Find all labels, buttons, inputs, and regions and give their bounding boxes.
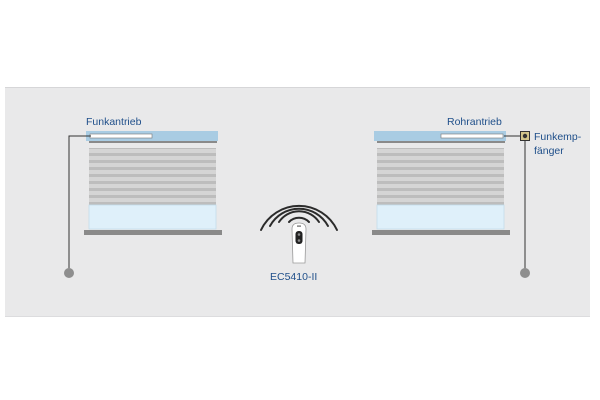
remote-control-icon bbox=[291, 222, 307, 264]
left-ground-dot bbox=[64, 268, 74, 278]
right-shutter-slats bbox=[377, 148, 504, 205]
right-window-glass bbox=[376, 204, 505, 230]
left-window-label: Funkantrieb bbox=[86, 116, 142, 128]
right-ground-dot bbox=[520, 268, 530, 278]
radio-waves-icon bbox=[260, 204, 338, 231]
right-window bbox=[372, 131, 510, 235]
left-motor-tube bbox=[89, 133, 153, 139]
right-window-sill bbox=[372, 230, 510, 235]
right-motor-tube bbox=[440, 133, 504, 139]
left-window-sill bbox=[84, 230, 222, 235]
receiver-label-line1: Funkemp- bbox=[534, 131, 582, 143]
left-window bbox=[84, 131, 222, 235]
left-wiring bbox=[64, 135, 91, 278]
right-wiring bbox=[504, 135, 530, 278]
receiver-icon bbox=[520, 131, 530, 141]
right-window-label: Rohrantrieb bbox=[447, 116, 502, 128]
left-window-glass bbox=[88, 204, 217, 230]
right-shutter-box bbox=[374, 131, 506, 141]
receiver-label-line2: fänger bbox=[534, 145, 564, 157]
remote-label: EC5410-II bbox=[270, 271, 318, 283]
left-shutter-slats bbox=[89, 148, 216, 205]
